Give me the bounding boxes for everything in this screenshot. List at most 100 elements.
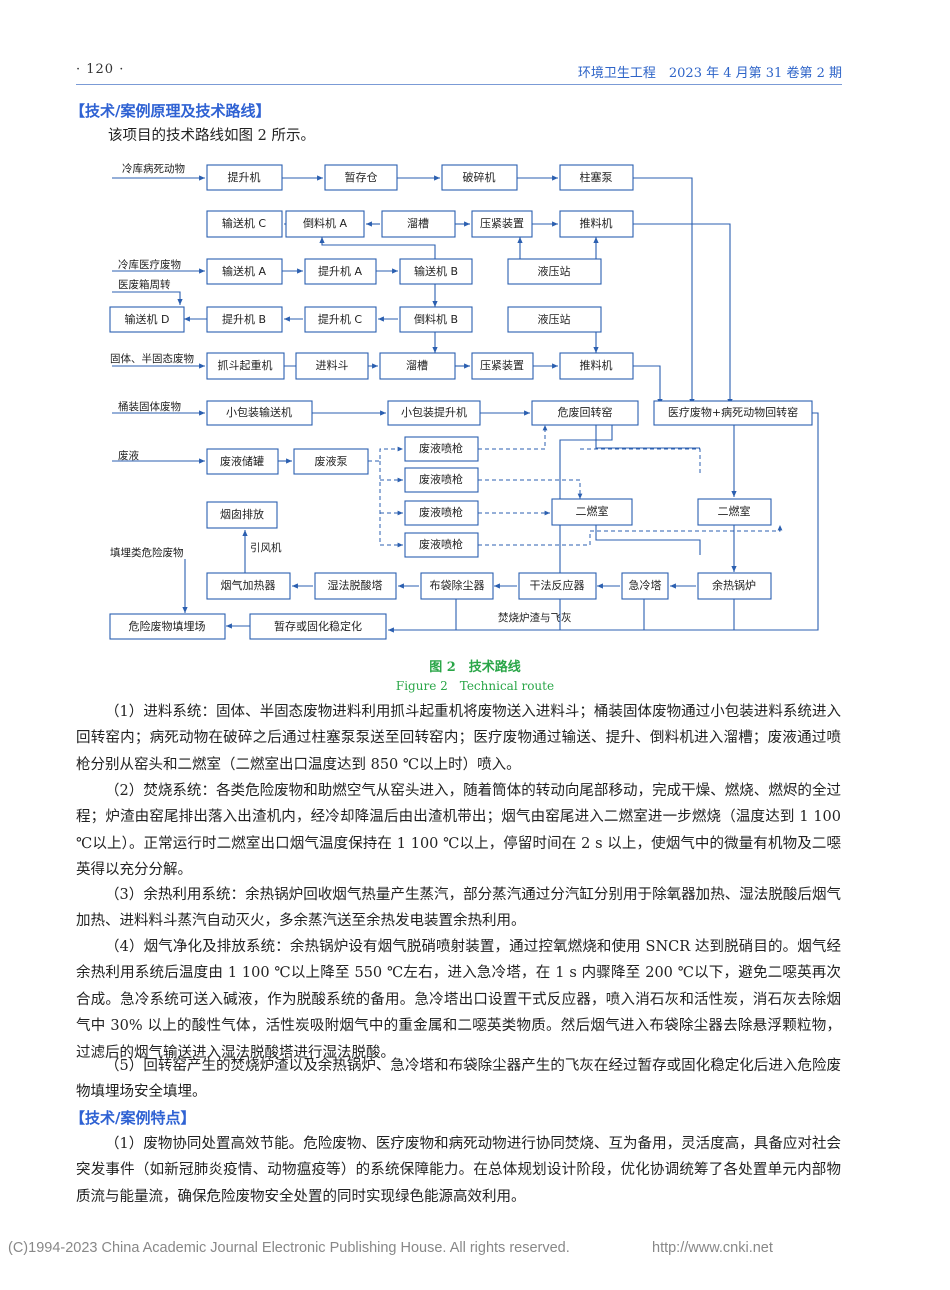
box-crusher: 破碎机 <box>441 164 518 191</box>
svg-text:进料斗: 进料斗 <box>316 358 349 372</box>
svg-text:废液储罐: 废液储罐 <box>220 454 264 468</box>
section-title-principle: 【技术/案例原理及技术路线】 <box>70 102 271 120</box>
box-plunger-pump: 柱塞泵 <box>559 164 634 191</box>
box-waste-heat-boiler: 余热锅炉 <box>697 572 772 600</box>
svg-text:湿法脱酸塔: 湿法脱酸塔 <box>328 578 383 592</box>
svg-text:液压站: 液压站 <box>538 264 571 278</box>
page-number: · 120 · <box>76 62 125 77</box>
box-conveyor-c: 输送机 C <box>206 210 283 238</box>
svg-text:倒料机 A: 倒料机 A <box>303 216 347 230</box>
box-small-package-lift: 小包装提升机 <box>387 400 481 426</box>
svg-text:抓斗起重机: 抓斗起重机 <box>218 358 273 372</box>
svg-text:小包装提升机: 小包装提升机 <box>401 405 467 419</box>
box-conveyor-b: 输送机 B <box>399 258 473 285</box>
footer-copyright: (C)1994-2023 China Academic Journal Elec… <box>8 1240 570 1256</box>
svg-text:输送机 D: 输送机 D <box>125 312 170 326</box>
svg-text:废液喷枪: 废液喷枪 <box>419 472 463 486</box>
technical-route-diagram: 冷库病死动物 冷库医疗废物 医废箱周转 固体、半固态废物 桶装固体废物 废液 填… <box>109 162 819 640</box>
box-liquid-gun-3: 废液喷枪 <box>404 500 479 526</box>
label-liquid: 废液 <box>118 449 139 462</box>
intro-text: 该项目的技术路线如图 2 所示。 <box>108 128 315 144</box>
svg-text:液压站: 液压站 <box>538 312 571 326</box>
box-medical-animal-kiln: 医疗废物+病死动物回转窑 <box>653 400 813 426</box>
label-slag: 焚烧炉渣与飞灰 <box>498 611 572 624</box>
label-medical-box: 医废箱周转 <box>118 278 171 291</box>
box-pusher-1: 推料机 <box>559 210 634 238</box>
paragraph-slag: （5）回转窑产生的焚烧炉渣以及余热锅炉、急冷塔和布袋除尘器产生的飞灰在经过暂存或… <box>76 1058 841 1101</box>
label-barrel: 桶装固体废物 <box>118 400 181 413</box>
box-hydraulic-2: 液压站 <box>507 306 602 333</box>
svg-text:压紧装置: 压紧装置 <box>480 359 524 372</box>
svg-text:小包装输送机: 小包装输送机 <box>226 405 292 419</box>
svg-text:提升机 A: 提升机 A <box>318 264 362 278</box>
journal-header: 环境卫生工程 2023 年 4 月第 31 卷第 2 期 <box>577 66 842 81</box>
box-secondary-chamber-2: 二燃室 <box>697 498 772 526</box>
label-cold-animals: 冷库病死动物 <box>122 162 185 175</box>
box-lift-b: 提升机 B <box>206 306 283 333</box>
label-cold-medical: 冷库医疗废物 <box>118 258 181 271</box>
svg-text:压紧装置: 压紧装置 <box>480 217 524 230</box>
box-liquid-gun-1: 废液喷枪 <box>404 436 479 462</box>
svg-text:干法反应器: 干法反应器 <box>530 578 585 592</box>
label-fan: 引风机 <box>250 541 282 554</box>
box-stabilization: 暂存或固化稳定化 <box>249 613 387 640</box>
paragraph-feeding: （1）进料系统：固体、半固态废物进料利用抓斗起重机将废物送入进料斗；桶装固体废物… <box>76 704 841 773</box>
box-liquid-gun-4: 废液喷枪 <box>404 532 479 558</box>
paragraph-features-1: （1）废物协同处置高效节能。危险废物、医疗废物和病死动物进行协同焚烧、互为备用，… <box>76 1136 841 1205</box>
svg-text:提升机: 提升机 <box>228 170 261 184</box>
box-secondary-chamber-1: 二燃室 <box>551 498 633 526</box>
box-liquid-pump: 废液泵 <box>293 448 369 475</box>
flow-lines <box>112 175 819 633</box>
svg-text:溜槽: 溜槽 <box>406 358 428 372</box>
box-chimney: 烟囱排放 <box>206 501 278 529</box>
svg-text:破碎机: 破碎机 <box>463 170 496 184</box>
svg-text:推料机: 推料机 <box>580 358 613 372</box>
svg-text:二燃室: 二燃室 <box>718 504 751 518</box>
box-landfill: 危险废物填埋场 <box>109 613 226 640</box>
svg-text:输送机 C: 输送机 C <box>222 216 266 230</box>
paragraph-incineration: （2）焚烧系统：各类危险废物和助燃空气从窑头进入，随着筒体的转动向尾部移动，完成… <box>76 783 841 879</box>
box-lift-a: 提升机 A <box>304 258 377 285</box>
section-title-features: 【技术/案例特点】 <box>70 1109 196 1127</box>
box-conveyor-a: 输送机 A <box>206 258 283 285</box>
label-solid: 固体、半固态废物 <box>110 352 194 365</box>
svg-text:倒料机 B: 倒料机 B <box>414 312 458 326</box>
svg-text:柱塞泵: 柱塞泵 <box>580 170 613 184</box>
svg-text:提升机 C: 提升机 C <box>318 312 362 326</box>
svg-text:推料机: 推料机 <box>580 216 613 230</box>
box-dry-reactor: 干法反应器 <box>518 572 597 600</box>
footer-url[interactable]: http://www.cnki.net <box>652 1240 773 1256</box>
svg-text:暂存或固化稳定化: 暂存或固化稳定化 <box>274 619 362 633</box>
svg-text:废液喷枪: 废液喷枪 <box>419 505 463 519</box>
label-landfill-waste: 填埋类危险废物 <box>110 546 184 559</box>
svg-text:输送机 B: 输送机 B <box>414 264 458 278</box>
box-wet-deacid-tower: 湿法脱酸塔 <box>314 572 397 600</box>
svg-text:输送机 A: 输送机 A <box>222 264 266 278</box>
svg-text:烟囱排放: 烟囱排放 <box>220 507 264 521</box>
box-lift-c: 提升机 C <box>304 306 377 333</box>
box-small-package-conveyor: 小包装输送机 <box>206 400 313 426</box>
figure-caption-en: Figure 2 Technical route <box>395 679 555 693</box>
box-conveyor-d: 输送机 D <box>109 306 185 333</box>
svg-text:提升机 B: 提升机 B <box>222 312 266 326</box>
box-liquid-gun-2: 废液喷枪 <box>404 467 479 493</box>
svg-text:废液喷枪: 废液喷枪 <box>419 537 463 551</box>
svg-text:二燃室: 二燃室 <box>576 504 609 518</box>
box-quench-tower: 急冷塔 <box>621 572 669 600</box>
box-flue-gas-heater: 烟气加热器 <box>206 572 291 600</box>
svg-text:废液喷枪: 废液喷枪 <box>419 441 463 455</box>
paragraph-flue-gas: （4）烟气净化及排放系统：余热锅炉设有烟气脱硝喷射装置，通过控氧燃烧和使用 SN… <box>76 939 841 1061</box>
svg-text:余热锅炉: 余热锅炉 <box>712 578 756 592</box>
box-bag-filter: 布袋除尘器 <box>420 572 494 600</box>
svg-text:烟气加热器: 烟气加热器 <box>221 578 276 592</box>
box-chute-1: 溜槽 <box>381 210 456 238</box>
box-hazwaste-kiln: 危废回转窑 <box>531 400 639 426</box>
box-compactor-2: 压紧装置 <box>471 352 534 380</box>
box-lift: 提升机 <box>206 164 283 191</box>
svg-text:急冷塔: 急冷塔 <box>629 578 662 592</box>
svg-text:危废回转窑: 危废回转窑 <box>558 405 613 419</box>
svg-text:布袋除尘器: 布袋除尘器 <box>430 578 485 592</box>
svg-text:危险废物填埋场: 危险废物填埋场 <box>129 619 206 633</box>
figure-caption-cn: 图 2 技术路线 <box>429 660 521 675</box>
box-grab-crane: 抓斗起重机 <box>206 352 285 380</box>
